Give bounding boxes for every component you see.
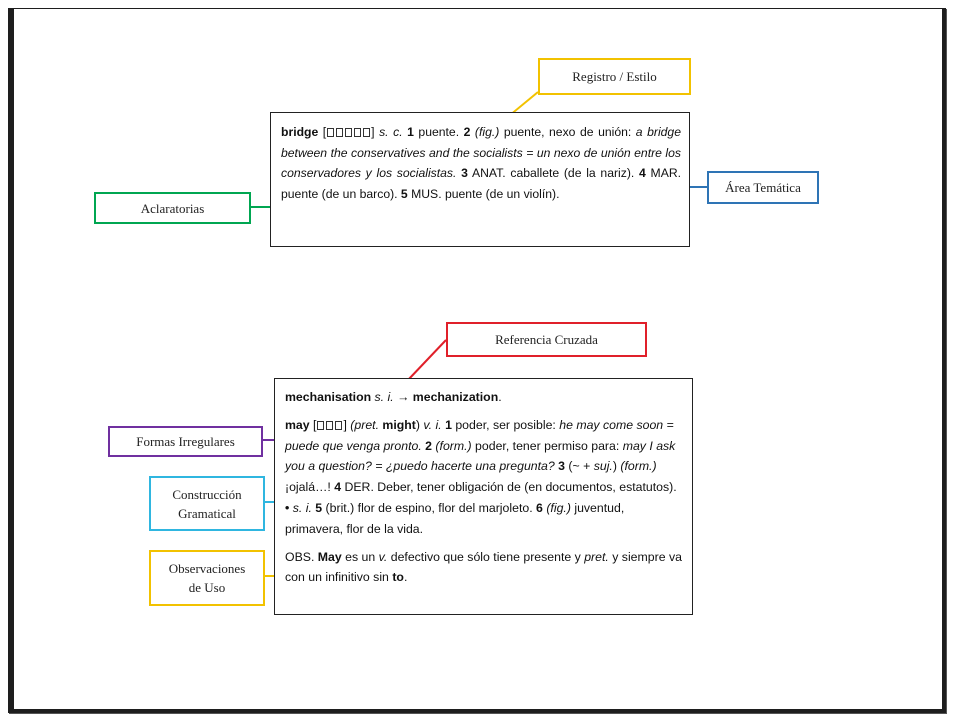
entry-may: may [] (pret. might) v. i. 1 poder, ser … <box>285 415 684 540</box>
example-sentence: may I ask you a question? = ¿puedo hacer… <box>285 438 676 474</box>
label-text: Registro / Estilo <box>572 69 657 84</box>
grammar-construction: ) <box>612 459 617 474</box>
pron-bracket-close: ] <box>371 125 375 139</box>
pron-bracket-close: ] <box>343 417 347 432</box>
sense-text: puente. <box>413 125 460 139</box>
sense-number: 4 <box>330 480 342 495</box>
label-aclaratorias: Aclaratorias <box>94 192 251 224</box>
grammar-construction: (~ + <box>564 459 594 474</box>
cross-reference-arrow: → <box>393 390 413 404</box>
sense-number: 5 <box>397 186 408 201</box>
usage-note-abbr: pret. <box>580 549 609 564</box>
punctuation: . <box>403 570 408 585</box>
style-marker: (form.) <box>432 438 472 453</box>
sense-text: (brit.) flor de espino, flor del marjole… <box>322 500 533 515</box>
label-text-line-2: de Uso <box>188 580 226 595</box>
part-of-speech: s. i. <box>289 500 312 515</box>
label-referencia-cruzada: Referencia Cruzada <box>446 322 647 357</box>
usage-note-label: OBS. <box>285 549 315 564</box>
pron-bracket-open: [ <box>309 417 317 432</box>
label-text: Referencia Cruzada <box>495 332 598 347</box>
style-marker: (fig.) <box>470 125 500 139</box>
sense-text: caballete (de la nariz). <box>505 166 635 181</box>
sense-text: juventud, primavera, flor de la vida. <box>285 500 625 536</box>
bullet: • <box>285 500 290 515</box>
dictionary-entry-may: mechanisation s. i. → mechanization. may… <box>274 378 693 615</box>
sense-number: 1 <box>402 125 414 139</box>
label-text-line-2: Gramatical <box>178 505 236 521</box>
pronunciation-glyphs <box>326 125 371 139</box>
label-text-line-1: Construcción <box>172 486 242 502</box>
style-marker: (fig.) <box>542 500 571 515</box>
irregular-form-label: (pret. <box>346 417 380 432</box>
label-text: Área Temática <box>725 180 801 195</box>
entry-mechanisation: mechanisation s. i. → mechanization. <box>285 387 684 408</box>
part-of-speech: s. i. <box>371 390 394 404</box>
sense-number: 3 <box>554 459 565 474</box>
label-registro-estilo: Registro / Estilo <box>538 58 691 95</box>
sense-text: puente (de un violín). <box>441 186 560 201</box>
sense-text: poder, ser posible: <box>451 417 556 432</box>
dictionary-entry-bridge: bridge [] s. c. 1 puente. 2 (fig.) puent… <box>270 112 690 247</box>
sense-text: puente (de un barco). <box>281 186 398 201</box>
sense-number: 5 <box>311 500 323 515</box>
usage-note-abbr: v. <box>375 549 388 564</box>
subject-marker: ANAT. <box>467 166 506 181</box>
usage-note-text: es un <box>341 549 376 564</box>
punctuation: ) <box>415 417 421 432</box>
example-sentence: a bridge between the conservatives and t… <box>281 125 681 181</box>
style-marker: (form.) <box>616 459 657 474</box>
sense-text: puente, nexo de unión: <box>499 125 632 139</box>
irregular-form: might <box>379 417 416 432</box>
label-formas-irregulares: Formas Irregulares <box>108 426 263 457</box>
sense-number: 1 <box>441 417 452 432</box>
sense-number: 2 <box>421 438 433 453</box>
sense-number: 3 <box>456 166 468 181</box>
sense-text: DER. Deber, tener obligación de (en docu… <box>341 480 677 495</box>
usage-note-keyword: to <box>388 570 404 585</box>
pronunciation-glyphs <box>316 418 343 432</box>
label-observaciones-de-uso: Observaciones de Uso <box>149 550 265 606</box>
pron-bracket-open: [ <box>318 125 327 139</box>
sense-text: poder, tener permiso para: <box>471 438 620 453</box>
grammar-construction-subject: suj. <box>593 459 613 474</box>
cross-reference-target: mechanization <box>412 390 499 404</box>
part-of-speech: s. c. <box>374 125 403 139</box>
usage-note-headword: May <box>314 549 342 564</box>
subject-marker: MAR. <box>645 166 682 181</box>
usage-note: OBS. May es un v. defectivo que sólo tie… <box>285 547 684 589</box>
part-of-speech: v. i. <box>420 417 442 432</box>
headword: bridge <box>281 125 319 139</box>
sense-number: 6 <box>532 500 543 515</box>
headword: mechanisation <box>285 390 372 404</box>
sense-text: ¡ojalá…! <box>285 480 331 495</box>
label-text-line-1: Observaciones <box>168 561 246 576</box>
sense-number: 2 <box>459 125 471 139</box>
label-area-tematica: Área Temática <box>707 171 819 204</box>
example-sentence: he may come soon = puede que venga pront… <box>285 417 674 453</box>
sense-number: 4 <box>634 166 646 181</box>
punctuation: . <box>498 390 502 404</box>
usage-note-text: y siempre va con un infinitivo sin <box>285 549 682 585</box>
subject-marker: MUS. <box>407 186 442 201</box>
label-text: Formas Irregulares <box>136 434 235 449</box>
headword: may <box>285 417 310 432</box>
label-text: Aclaratorias <box>140 200 205 216</box>
usage-note-text: defectivo que sólo tiene presente y <box>387 549 581 564</box>
